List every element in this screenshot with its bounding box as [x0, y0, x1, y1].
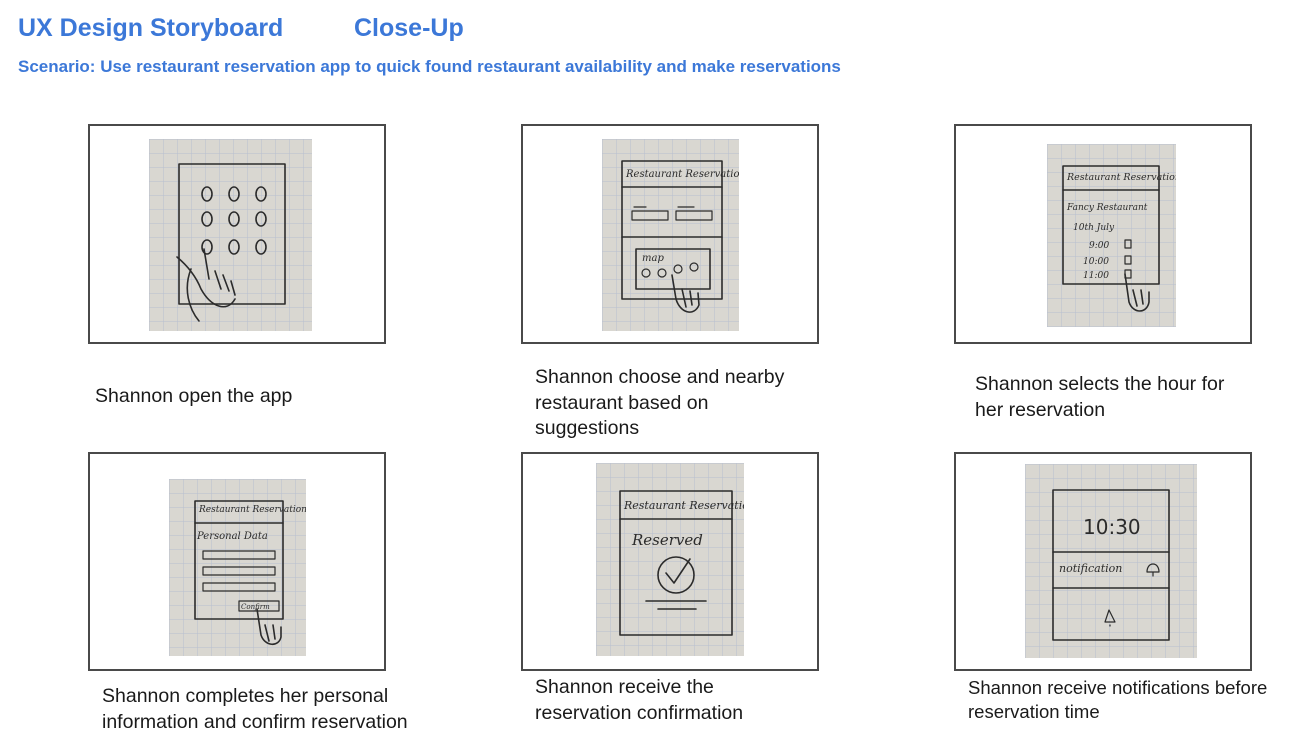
sketch-restaurant-name: Fancy Restaurant: [1066, 203, 1148, 213]
bell-icon: [1146, 563, 1160, 577]
sketch-date: 10th July: [1073, 223, 1115, 233]
sketch-header-text: Restaurant Reservation: [198, 505, 306, 515]
sketch-time-2: 10:00: [1083, 257, 1109, 267]
sketch-photo-notification: 10:30 notification: [1025, 464, 1197, 658]
caption-4: Shannon completes her personal informati…: [102, 685, 408, 733]
sketch-reserved-text: Reserved: [631, 531, 703, 549]
sketch-header-text: Restaurant Reservation: [625, 169, 739, 180]
caption-5: Shannon receive the reservation confirma…: [535, 676, 744, 724]
scenario-text: Scenario: Use restaurant reservation app…: [18, 57, 841, 76]
sketch-clock-time: 10:30: [1083, 515, 1141, 539]
sketch-photo-choose-restaurant: Restaurant Reservation map: [602, 139, 739, 331]
sketch-photo-open-app: [149, 139, 312, 331]
caption-3: Shannon selects the hour for her reserva…: [975, 373, 1225, 421]
sketch-confirm-button: Confirm: [241, 603, 270, 611]
sketch-time-3: 11:00: [1083, 271, 1109, 281]
sketch-section-label: Personal Data: [196, 531, 268, 542]
caption-1: Shannon open the app: [95, 385, 293, 407]
sketch-notification-label: notification: [1059, 562, 1122, 575]
sketch-photo-personal-info: Restaurant Reservation Personal Data Con…: [169, 479, 306, 656]
caption-6: Shannon receive notifications before res…: [968, 677, 1268, 723]
sketch-map-label: map: [642, 253, 664, 264]
sketch-photo-confirmation: Restaurant Reservation Reserved: [596, 463, 744, 656]
warning-icon: [1104, 609, 1116, 627]
sketch-time-1: 9:00: [1089, 241, 1109, 251]
sketch-header-text: Restaurant Reservation: [623, 499, 744, 512]
storyboard-subtitle: Close-Up: [354, 14, 464, 42]
caption-2: Shannon choose and nearby restaurant bas…: [535, 366, 785, 440]
sketch-photo-select-hour: Restaurant Reservation Fancy Restaurant …: [1047, 144, 1176, 327]
storyboard-title: UX Design Storyboard: [18, 14, 284, 42]
sketch-header-text: Restaurant Reservation: [1066, 172, 1176, 183]
